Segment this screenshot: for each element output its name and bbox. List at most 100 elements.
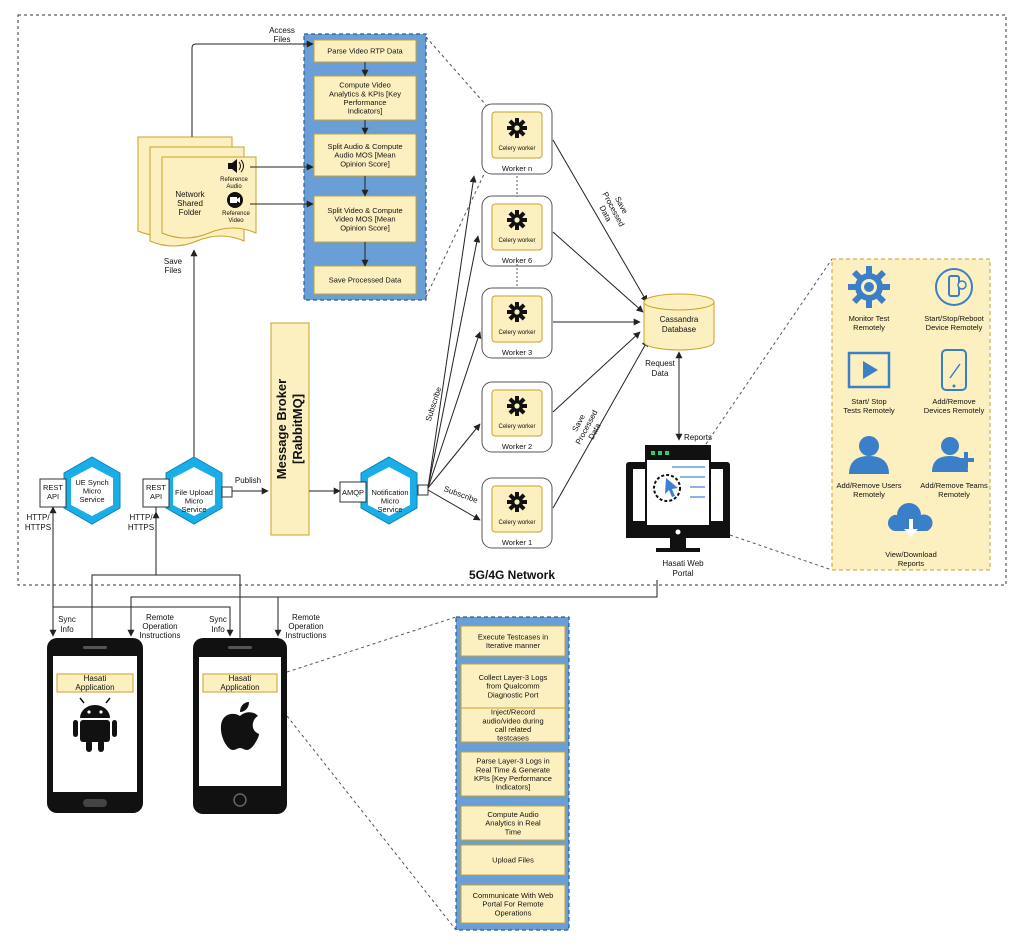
phone-icon	[941, 349, 967, 391]
svg-text:Operation: Operation	[288, 622, 323, 631]
svg-text:KPIs [Key Performance: KPIs [Key Performance	[474, 774, 552, 783]
network-label: 5G/4G Network	[469, 568, 555, 582]
svg-text:Diagnostic Port: Diagnostic Port	[488, 690, 540, 699]
worker-type-label: Celery worker	[498, 238, 535, 244]
svg-text:Opinion Score]: Opinion Score]	[340, 159, 390, 168]
svg-text:Split Video & Compute: Split Video & Compute	[327, 206, 402, 215]
portal-feature-label: Remotely	[938, 490, 970, 499]
svg-text:Analytics in Real: Analytics in Real	[485, 819, 541, 828]
svg-text:Compute Audio: Compute Audio	[487, 810, 538, 819]
request-data-label: Request	[645, 359, 676, 368]
video-camera-icon	[227, 192, 243, 208]
sync-info-label: Info	[211, 625, 225, 634]
message-broker: Message Broker [RabbitMQ]	[270, 322, 310, 536]
svg-text:Time: Time	[505, 827, 521, 836]
svg-text:call related: call related	[495, 725, 531, 734]
cassandra-database: Cassandra Database	[643, 293, 715, 351]
svg-text:Upload Files: Upload Files	[492, 856, 534, 865]
svg-text:Split Audio & Compute: Split Audio & Compute	[327, 142, 402, 151]
iphone: Hasati Application	[193, 638, 287, 814]
svg-text:Remote: Remote	[292, 613, 321, 622]
svg-text:Save Processed Data: Save Processed Data	[329, 276, 402, 285]
database-label: Database	[662, 325, 697, 334]
portal-feature-label: Start/ Stop	[851, 397, 886, 406]
pipeline-step: Save Processed Data	[313, 265, 417, 295]
svg-text:Real Time & Generate: Real Time & Generate	[476, 765, 550, 774]
http-label: HTTP/	[26, 513, 50, 522]
phone-power-icon	[935, 268, 973, 306]
worker-name: Worker 2	[502, 442, 532, 451]
worker-type-label: Celery worker	[498, 424, 535, 430]
svg-text:Opinion Score]: Opinion Score]	[340, 223, 390, 232]
svg-text:testcases: testcases	[497, 734, 529, 743]
http-label: HTTP/	[129, 513, 153, 522]
worker-type-label: Celery worker	[498, 330, 535, 336]
gear-icon	[848, 266, 890, 308]
portal-label: Hasati Web	[662, 559, 704, 568]
gear-icon	[507, 118, 527, 138]
portal-feature-label: Add/Remove Teams	[920, 481, 988, 490]
broker-subtitle: [RabbitMQ]	[290, 394, 305, 464]
svg-text:Operation: Operation	[142, 622, 177, 631]
user-icon	[849, 436, 889, 474]
svg-text:Communicate With Web: Communicate With Web	[473, 891, 554, 900]
android-phone: Hasati Application	[47, 638, 143, 813]
database-label: Cassandra	[660, 315, 699, 324]
svg-text:Parse Video RTP Data: Parse Video RTP Data	[327, 47, 403, 56]
app-label: Application	[220, 683, 259, 692]
worker-name: Worker 6	[502, 256, 532, 265]
portal-feature-label: Add/Remove Users	[836, 481, 901, 490]
worker-name: Worker 3	[502, 348, 532, 357]
gear-icon	[507, 396, 527, 416]
gear-icon	[507, 492, 527, 512]
publish-label: Publish	[235, 476, 261, 485]
svg-text:Parse Layer-3 Logs in: Parse Layer-3 Logs in	[476, 757, 549, 766]
svg-text:Execute Testcases in: Execute Testcases in	[478, 632, 548, 641]
portal-feature-label: Tests Remotely	[843, 406, 895, 415]
sync-info-label: Sync	[58, 615, 76, 624]
android-logo-icon	[73, 697, 117, 752]
worker-name: Worker n	[502, 164, 532, 173]
worker-type-label: Celery worker	[498, 520, 535, 526]
apple-logo-icon	[220, 702, 259, 750]
portal-feature-label: Reports	[898, 559, 925, 568]
sync-info-label: Sync	[209, 615, 227, 624]
svg-text:Remote: Remote	[146, 613, 175, 622]
remote-ops-label-1: Remote Operation Instructions	[140, 613, 181, 640]
portal-feature-label: View/Download	[885, 550, 937, 559]
svg-text:from Qualcomm: from Qualcomm	[486, 682, 539, 691]
remote-ops-label-2: Remote Operation Instructions	[286, 613, 327, 640]
